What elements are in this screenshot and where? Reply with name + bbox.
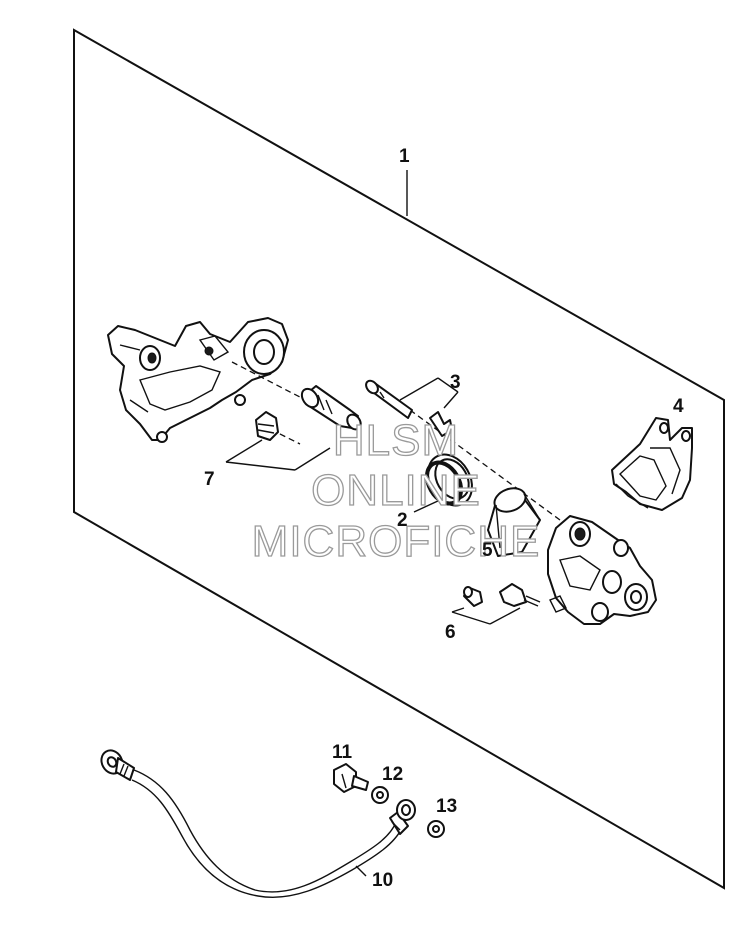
- part-label-12: 12: [382, 764, 403, 785]
- callout-6-bracket: [451, 607, 521, 625]
- washer-12: [371, 786, 389, 804]
- axis-line-upper: [231, 361, 326, 411]
- part-label-2: 2: [397, 510, 408, 531]
- brake-hose: [100, 749, 416, 898]
- callout-3-bracket: [399, 377, 459, 409]
- banjo-bolt: [333, 763, 369, 793]
- rubber-boot: [255, 411, 279, 441]
- part-label-13: 13: [436, 796, 457, 817]
- part-label-11: 11: [332, 742, 353, 763]
- bleeder-screw: [499, 583, 541, 607]
- part-label-7: 7: [204, 469, 215, 490]
- part-label-4: 4: [673, 396, 684, 417]
- part-label-6: 6: [445, 622, 456, 643]
- pad-clip: [429, 411, 453, 437]
- piston-seal: [424, 453, 473, 507]
- part-label-5: 5: [482, 540, 493, 561]
- caliper-bracket: [107, 317, 289, 443]
- part-label-3: 3: [450, 372, 461, 393]
- callout-10-leader: [355, 865, 367, 877]
- axis-line-lower: [261, 424, 301, 445]
- watermark-line3: MICROFICHE: [252, 517, 541, 566]
- assembly-panel: [73, 28, 725, 890]
- watermark-line1: HLSM: [333, 416, 459, 465]
- pad-pin: [365, 379, 413, 419]
- part-label-10: 10: [372, 870, 393, 891]
- piston: [487, 487, 541, 557]
- brake-pads: [611, 417, 693, 511]
- slide-pin: [300, 385, 362, 431]
- watermark-line2: ONLINE: [311, 466, 481, 515]
- caliper-body: [547, 515, 657, 625]
- callout-7-bracket: [225, 439, 331, 471]
- watermark: HLSM ONLINE MICROFICHE: [251, 415, 541, 566]
- axis-line-pin: [409, 409, 561, 521]
- part-label-1: 1: [399, 146, 410, 167]
- washer-13: [427, 820, 445, 838]
- bleeder-cap: [463, 586, 483, 607]
- callout-2-bracket: [413, 499, 441, 513]
